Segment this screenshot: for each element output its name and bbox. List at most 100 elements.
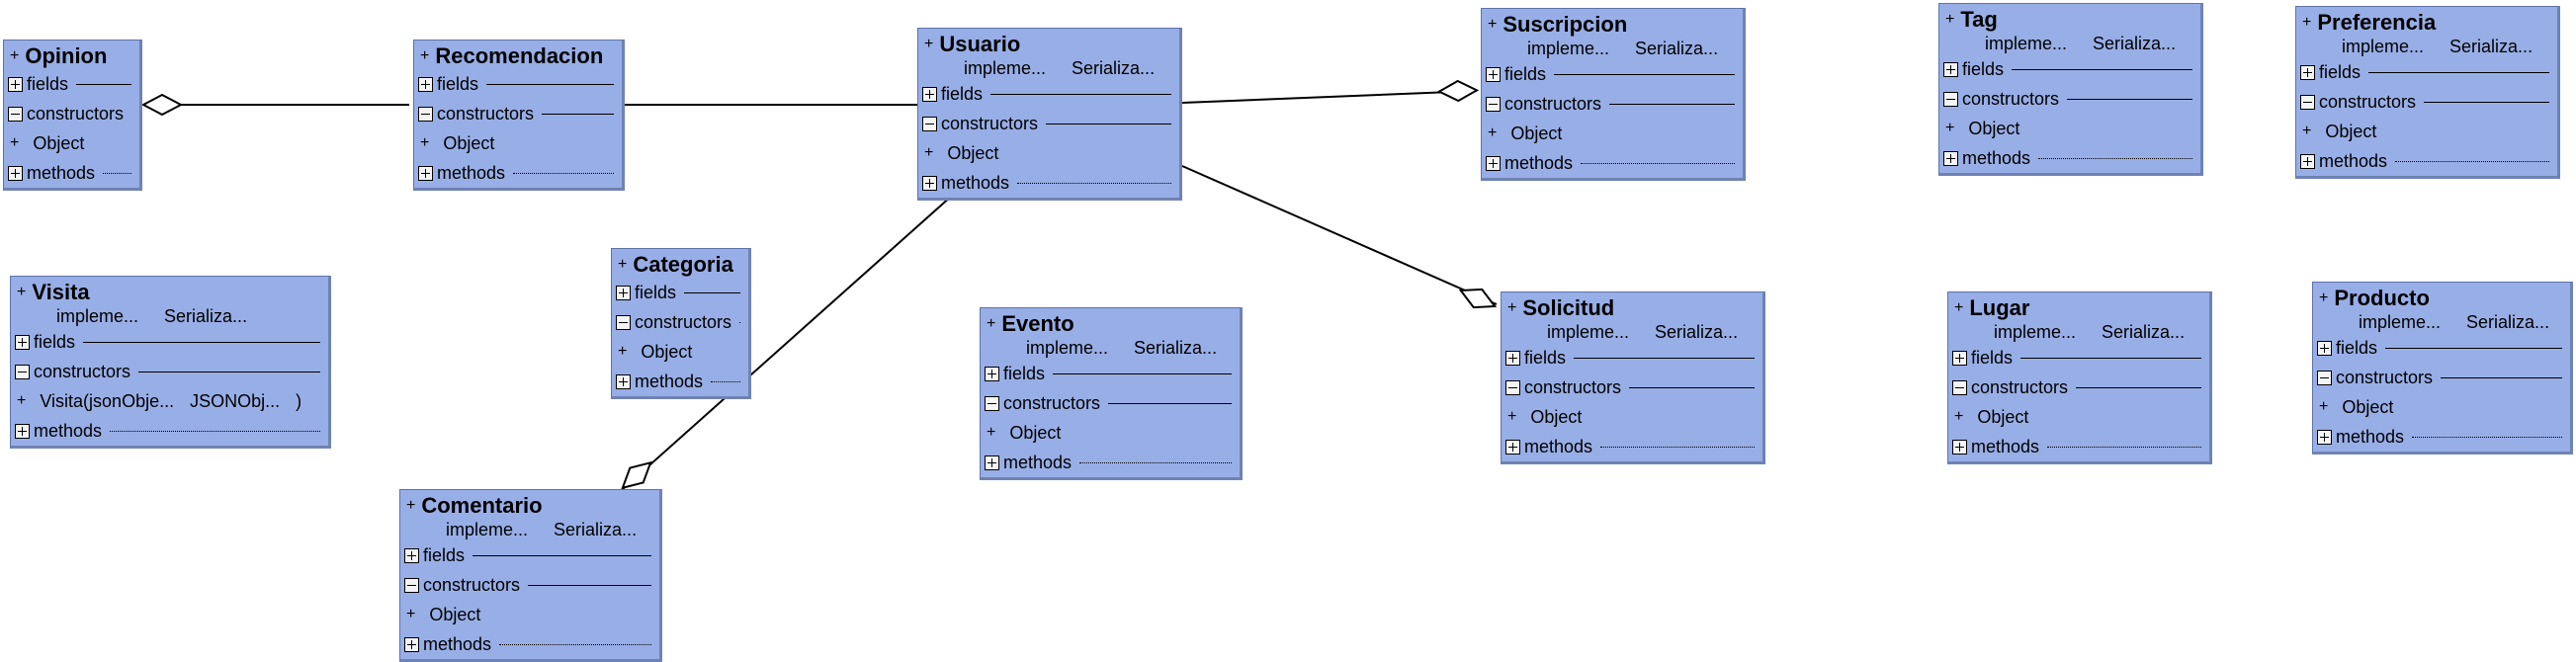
expand-icon[interactable] bbox=[418, 76, 433, 92]
constructor-member[interactable]: +Object bbox=[918, 138, 1179, 168]
expand-icon[interactable] bbox=[8, 76, 23, 92]
constructors-section[interactable]: constructors bbox=[2296, 87, 2557, 117]
expand-icon[interactable] bbox=[616, 285, 631, 300]
expand-icon[interactable] bbox=[1943, 61, 1958, 77]
expand-icon[interactable] bbox=[2317, 340, 2332, 356]
fields-section[interactable]: fields bbox=[981, 359, 1240, 388]
collapse-icon[interactable] bbox=[8, 106, 23, 122]
constructors-section[interactable]: constructors bbox=[1948, 372, 2209, 402]
constructor-member[interactable]: +Object bbox=[2313, 392, 2570, 422]
constructor-member[interactable]: +Visita(jsonObje...JSONObj...) bbox=[11, 386, 328, 416]
expand-icon[interactable] bbox=[418, 165, 433, 181]
constructors-section[interactable]: constructors bbox=[918, 109, 1179, 138]
fields-section[interactable]: fields bbox=[1482, 59, 1743, 89]
collapse-icon[interactable] bbox=[418, 106, 433, 122]
methods-section[interactable]: methods bbox=[918, 168, 1179, 198]
expand-icon[interactable] bbox=[15, 334, 30, 350]
constructors-section[interactable]: constructors bbox=[2313, 363, 2570, 392]
methods-section[interactable]: methods bbox=[414, 158, 622, 188]
methods-section[interactable]: methods bbox=[612, 367, 748, 396]
constructor-member[interactable]: +Object bbox=[981, 418, 1240, 448]
constructors-section[interactable]: constructors bbox=[11, 357, 328, 386]
collapse-icon[interactable] bbox=[922, 116, 937, 131]
aggregation-line-usuario-suscripcion[interactable] bbox=[1181, 90, 1478, 104]
fields-section[interactable]: fields bbox=[612, 278, 748, 307]
fields-section[interactable]: fields bbox=[414, 69, 622, 99]
constructor-member[interactable]: +Object bbox=[1482, 119, 1743, 148]
constructor-member[interactable]: +Object bbox=[1948, 402, 2209, 432]
collapse-icon[interactable] bbox=[616, 314, 631, 330]
constructor-member[interactable]: +Object bbox=[612, 337, 748, 367]
constructors-section[interactable]: constructors bbox=[1502, 372, 1762, 402]
expand-icon[interactable] bbox=[1952, 350, 1967, 366]
collapse-icon[interactable] bbox=[2300, 94, 2315, 110]
constructors-section[interactable]: constructors bbox=[981, 388, 1240, 418]
methods-section[interactable]: methods bbox=[2313, 422, 2570, 452]
collapse-icon[interactable] bbox=[985, 395, 999, 411]
fields-section[interactable]: fields bbox=[1948, 343, 2209, 372]
methods-section[interactable]: methods bbox=[11, 416, 328, 446]
constructor-member[interactable]: +Object bbox=[400, 600, 659, 629]
methods-section[interactable]: methods bbox=[1939, 143, 2200, 173]
constructors-section[interactable]: constructors bbox=[414, 99, 622, 128]
expand-icon[interactable] bbox=[2317, 429, 2332, 445]
constructors-section[interactable]: constructors bbox=[1482, 89, 1743, 119]
expand-icon[interactable] bbox=[8, 165, 23, 181]
expand-icon[interactable] bbox=[1486, 155, 1501, 171]
collapse-icon[interactable] bbox=[1943, 91, 1958, 107]
fields-section[interactable]: fields bbox=[11, 327, 328, 357]
collapse-icon[interactable] bbox=[2317, 370, 2332, 385]
methods-section[interactable]: methods bbox=[2296, 146, 2557, 176]
expand-icon[interactable] bbox=[15, 423, 30, 439]
constructor-member[interactable]: +Object bbox=[1939, 114, 2200, 143]
expand-icon[interactable] bbox=[1505, 439, 1520, 455]
collapse-icon[interactable] bbox=[1505, 379, 1520, 395]
constructor-member[interactable]: +Object bbox=[4, 128, 139, 158]
collapse-icon[interactable] bbox=[15, 364, 30, 379]
collapse-icon[interactable] bbox=[1952, 379, 1967, 395]
expand-icon[interactable] bbox=[2300, 153, 2315, 169]
expand-icon[interactable] bbox=[922, 86, 937, 102]
fields-section[interactable]: fields bbox=[400, 540, 659, 570]
expand-icon[interactable] bbox=[1952, 439, 1967, 455]
methods-section[interactable]: methods bbox=[4, 158, 139, 188]
constructors-section[interactable]: constructors bbox=[4, 99, 139, 128]
constructor-member[interactable]: +Object bbox=[1502, 402, 1762, 432]
expand-icon[interactable] bbox=[616, 373, 631, 389]
expand-icon[interactable] bbox=[404, 547, 419, 563]
methods-section[interactable]: methods bbox=[1502, 432, 1762, 461]
expand-icon[interactable] bbox=[1505, 350, 1520, 366]
constructors-section[interactable]: constructors bbox=[612, 307, 748, 337]
expand-icon[interactable] bbox=[404, 636, 419, 652]
methods-section[interactable]: methods bbox=[981, 448, 1240, 477]
constructors-section[interactable]: constructors bbox=[1939, 84, 2200, 114]
fields-section[interactable]: fields bbox=[4, 69, 139, 99]
constructors-section[interactable]: constructors bbox=[400, 570, 659, 600]
expand-icon[interactable] bbox=[985, 366, 999, 381]
collapse-icon[interactable] bbox=[404, 577, 419, 593]
fields-section[interactable]: fields bbox=[2296, 57, 2557, 87]
fields-section[interactable]: fields bbox=[918, 79, 1179, 109]
expand-icon[interactable] bbox=[1486, 66, 1501, 82]
methods-section[interactable]: methods bbox=[1948, 432, 2209, 461]
constructor-member[interactable]: +Object bbox=[414, 128, 622, 158]
constructor-member[interactable]: +Object bbox=[2296, 117, 2557, 146]
aggregation-line-usuario-solicitud[interactable] bbox=[1181, 165, 1498, 305]
methods-section[interactable]: methods bbox=[1482, 148, 1743, 178]
expand-icon[interactable] bbox=[985, 455, 999, 470]
expand-icon[interactable] bbox=[922, 175, 937, 191]
collapse-icon[interactable] bbox=[1486, 96, 1501, 112]
